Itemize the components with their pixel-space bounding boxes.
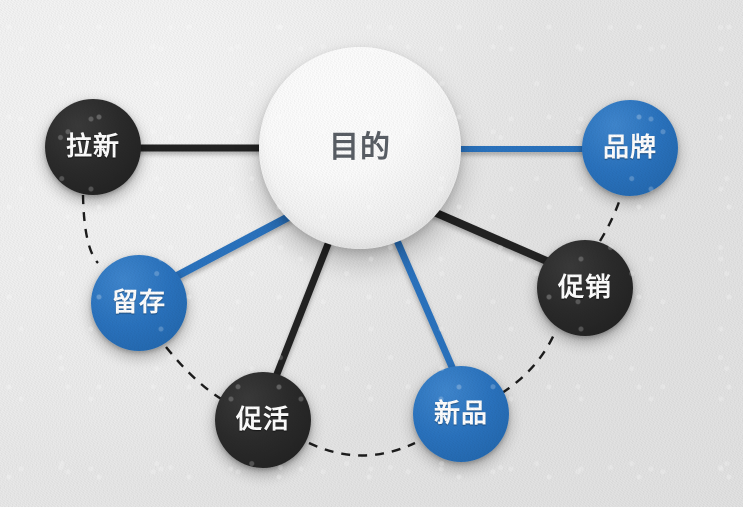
ring-link-cuhuo-xinpin <box>308 441 416 457</box>
ring-link-liucun-cuhuo <box>165 346 224 402</box>
node-liucun-label: 留存 <box>111 288 166 318</box>
node-center-label: 目的 <box>329 130 391 165</box>
node-laxin[interactable]: 拉新 <box>45 99 141 195</box>
node-cuhuo-label: 促活 <box>235 405 290 435</box>
node-xinpin-label: 新品 <box>433 399 488 429</box>
node-pinpai-label: 品牌 <box>602 133 657 163</box>
node-liucun[interactable]: 留存 <box>91 255 187 351</box>
node-xinpin[interactable]: 新品 <box>413 366 509 462</box>
ring-link-xinpin-cuxiao <box>501 329 558 395</box>
node-cuxiao[interactable]: 促销 <box>537 240 633 336</box>
node-center-purpose[interactable]: 目的 <box>259 47 461 249</box>
spoke-center-cuhuo <box>273 240 332 378</box>
spoke-center-xinpin <box>394 239 456 371</box>
ring-link-laxin-liucun <box>81 194 99 264</box>
node-pinpai[interactable]: 品牌 <box>582 100 678 196</box>
spoke-center-cuxiao <box>430 208 553 266</box>
node-cuhuo[interactable]: 促活 <box>215 372 311 468</box>
node-cuxiao-label: 促销 <box>557 273 612 303</box>
node-laxin-label: 拉新 <box>65 132 120 162</box>
ring-link-cuxiao-pinpai <box>598 195 623 242</box>
spoke-center-liucun <box>171 209 300 281</box>
